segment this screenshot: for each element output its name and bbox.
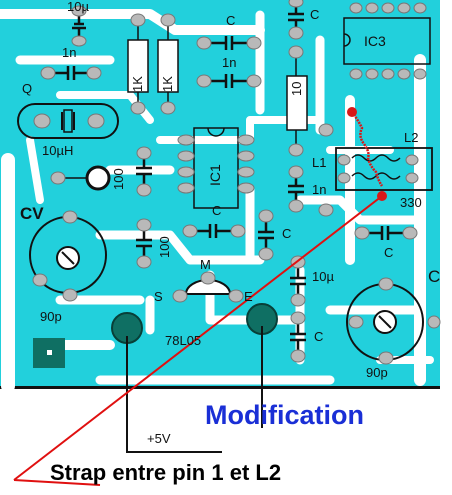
- label-l1: L1: [312, 155, 327, 170]
- board-edge-bottom: [0, 386, 440, 389]
- label-c-10u-bot: 10µ: [312, 269, 334, 284]
- label-c-mid-b: C: [282, 226, 292, 241]
- label-r-330: 330: [400, 195, 422, 210]
- label-c-top-right: C: [310, 7, 320, 22]
- resistor-1k-a: [127, 22, 149, 108]
- supply-wires: [126, 326, 263, 453]
- ground-square-hole: [47, 350, 52, 355]
- supply-label: +5V: [147, 431, 171, 446]
- label-cv: CV: [20, 204, 44, 223]
- label-c-right-b: C: [384, 245, 394, 260]
- label-c-bot: C: [314, 329, 324, 344]
- label-q: Q: [22, 81, 33, 96]
- label-c-10u-top: 10µ: [67, 0, 89, 14]
- quartz-q: [17, 103, 119, 139]
- label-r-100-a: 100: [111, 168, 126, 190]
- label-s: S: [154, 289, 163, 304]
- modification-title: Modification: [205, 400, 364, 430]
- label-90p-left: 90p: [40, 309, 62, 324]
- cap-1n-b: [210, 74, 248, 88]
- label-c-1n-b: 1n: [222, 55, 237, 70]
- ic3-body: [343, 17, 431, 65]
- solder-pads: [32, 0, 441, 365]
- inductor-10uh: [60, 165, 111, 191]
- label-c-top-mid: C: [226, 13, 236, 28]
- label-r-1k-a: 1K: [130, 76, 145, 92]
- label-c-mid-a: C: [212, 203, 222, 218]
- label-l-10uh: 10µH: [42, 143, 74, 158]
- strap-caption: Strap entre pin 1 et L2: [50, 460, 282, 485]
- strap-wire: [347, 107, 387, 201]
- capacitors: [54, 4, 404, 352]
- resistor-1k-b: [157, 22, 179, 108]
- cap-1n-a: [54, 66, 88, 80]
- label-r-1k-b: 1K: [160, 76, 175, 92]
- label-regulator: 78L05: [165, 333, 202, 348]
- label-r-10: 10: [289, 81, 304, 96]
- label-90p-right: 90p: [366, 365, 388, 380]
- label-c-far-right: C: [428, 267, 441, 286]
- cap-right-b: [368, 226, 404, 240]
- label-c-1n-a: 1n: [62, 45, 77, 60]
- cap-mid-a: [196, 224, 232, 238]
- label-e: E: [244, 289, 253, 304]
- label-ic3: IC3: [364, 33, 386, 49]
- regulator-pads: [111, 303, 278, 344]
- resistor-10: [286, 50, 308, 150]
- label-c-1n-c: 1n: [312, 182, 327, 197]
- ic1-body: [193, 127, 239, 209]
- cap-top-mid: [210, 36, 248, 50]
- label-l2: L2: [404, 130, 419, 145]
- label-m: M: [200, 257, 211, 272]
- pointer-line: [13, 195, 383, 486]
- label-r-100-b: 100: [157, 236, 172, 258]
- label-ic1: IC1: [207, 164, 223, 186]
